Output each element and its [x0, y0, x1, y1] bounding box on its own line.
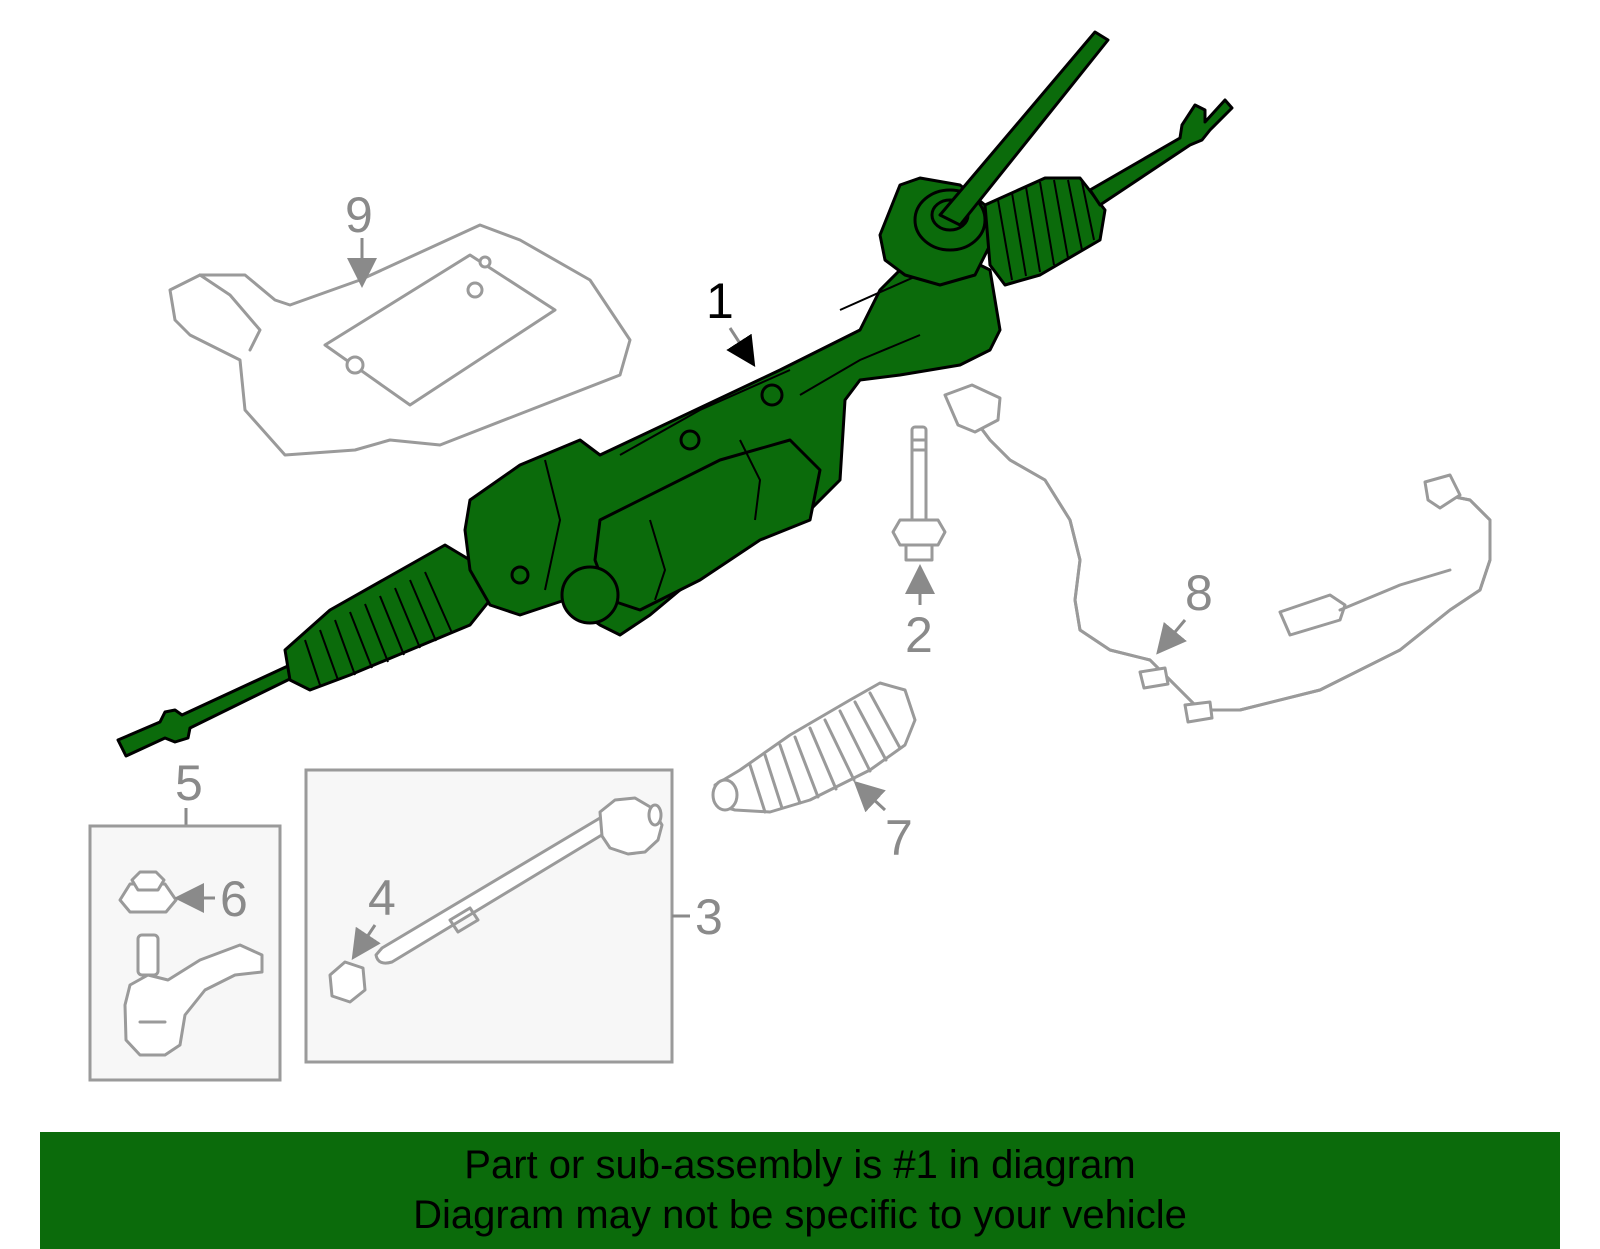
- callout-4: 4: [351, 870, 396, 960]
- part-6-nut[interactable]: [118, 870, 178, 914]
- callout-7: 7: [853, 780, 913, 866]
- callout-label-7: 7: [885, 810, 913, 866]
- part-4-jam-nut[interactable]: [328, 960, 367, 1004]
- callout-label-2: 2: [905, 607, 933, 663]
- callout-label-1: 1: [706, 273, 734, 329]
- callout-label-5: 5: [175, 755, 203, 811]
- part-2-bolt[interactable]: [891, 425, 947, 562]
- callout-8: 8: [1156, 565, 1213, 655]
- callout-3: 3: [672, 889, 723, 945]
- callout-5: 5: [175, 755, 203, 826]
- part-1-steering-gear[interactable]: [116, 30, 1234, 758]
- part-8-wiring-harness[interactable]: [943, 383, 1492, 724]
- callout-9: 9: [345, 187, 377, 288]
- callout-label-8: 8: [1185, 565, 1213, 621]
- callout-1: 1: [706, 273, 756, 368]
- callout-label-6: 6: [220, 871, 248, 927]
- info-banner: Part or sub-assembly is #1 in diagram Di…: [40, 1132, 1560, 1249]
- part-9-heat-shield[interactable]: [168, 223, 632, 457]
- callout-2: 2: [905, 564, 935, 663]
- callout-6: 6: [174, 871, 248, 927]
- part-5-outer-tie-rod-end[interactable]: [123, 933, 264, 1057]
- part-7-boot[interactable]: [711, 681, 917, 814]
- banner-line-1: Part or sub-assembly is #1 in diagram: [464, 1143, 1136, 1187]
- banner-line-2: Diagram may not be specific to your vehi…: [413, 1193, 1187, 1237]
- callout-label-4: 4: [368, 870, 396, 926]
- callout-label-9: 9: [345, 187, 373, 243]
- callout-label-3: 3: [695, 889, 723, 945]
